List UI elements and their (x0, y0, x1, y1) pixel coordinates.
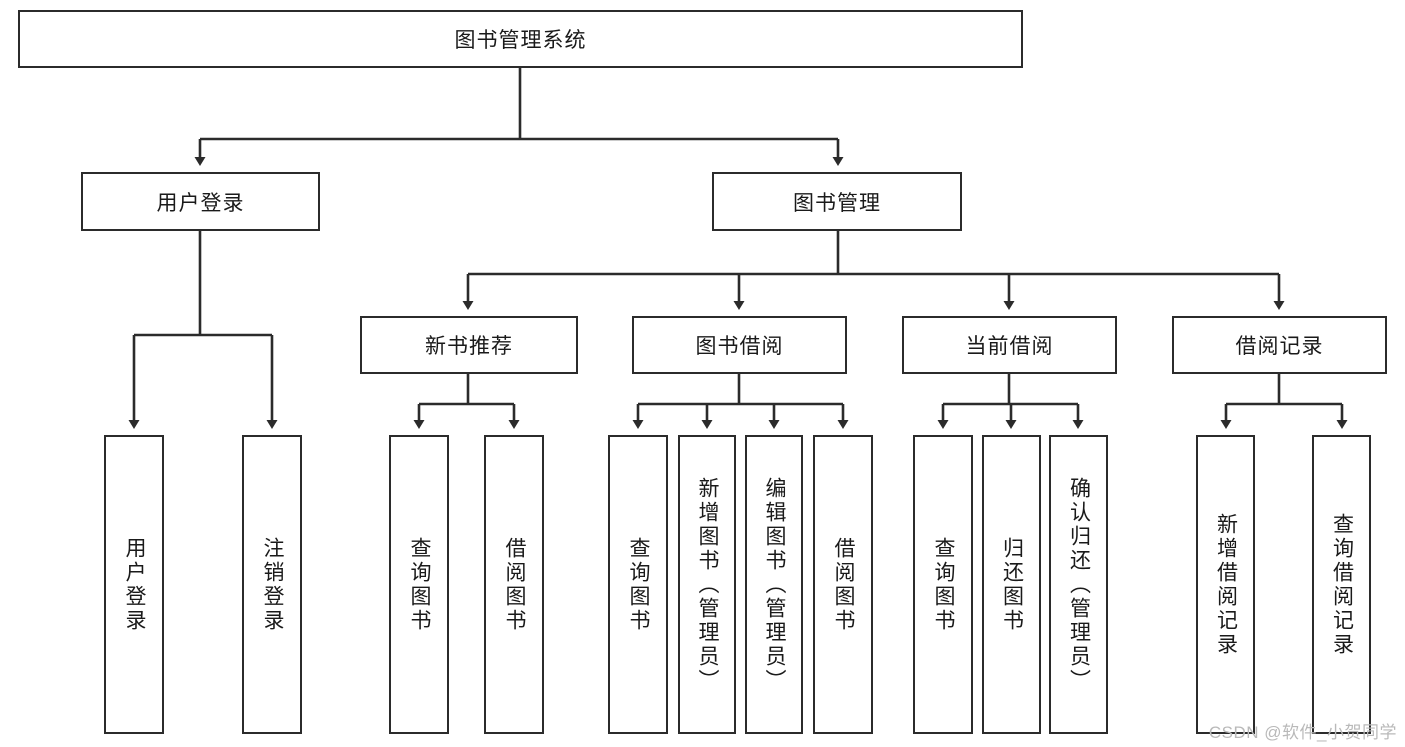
node-leaf-query-book-3[interactable]: 查询图书 (913, 435, 973, 734)
node-user-login-label: 用户登录 (156, 191, 245, 215)
node-current-borrow[interactable]: 当前借阅 (902, 316, 1117, 374)
node-current-borrow-label: 当前借阅 (965, 335, 1054, 358)
node-root-label: 图书管理系统 (454, 29, 587, 52)
node-leaf-confirm-return-label: 确认归还（管理员） (1067, 476, 1091, 693)
node-book-borrow-label: 图书借阅 (695, 335, 784, 358)
node-leaf-query-book-1-label: 查询图书 (408, 536, 432, 633)
node-new-book-recommend-label: 新书推荐 (425, 335, 513, 358)
node-leaf-add-record[interactable]: 新增借阅记录 (1196, 435, 1255, 734)
node-leaf-logout-label: 注销登录 (261, 536, 285, 633)
node-leaf-add-book-label: 新增图书（管理员） (696, 476, 720, 693)
csdn-watermark: CSDN @软件_小贺同学 (1208, 723, 1397, 742)
node-leaf-user-login-label: 用户登录 (123, 536, 147, 633)
node-leaf-query-book-1[interactable]: 查询图书 (389, 435, 449, 734)
node-leaf-return-book[interactable]: 归还图书 (982, 435, 1041, 734)
node-leaf-add-record-label: 新增借阅记录 (1214, 512, 1238, 657)
node-leaf-edit-book-label: 编辑图书（管理员） (763, 476, 787, 693)
node-leaf-confirm-return[interactable]: 确认归还（管理员） (1049, 435, 1108, 734)
node-book-borrow[interactable]: 图书借阅 (632, 316, 847, 374)
node-leaf-query-book-2-label: 查询图书 (627, 536, 651, 633)
node-leaf-query-record-label: 查询借阅记录 (1330, 512, 1354, 657)
node-leaf-query-book-2[interactable]: 查询图书 (608, 435, 668, 734)
node-new-book-recommend[interactable]: 新书推荐 (360, 316, 578, 374)
node-leaf-add-book[interactable]: 新增图书（管理员） (678, 435, 736, 734)
node-borrow-record-label: 借阅记录 (1235, 335, 1324, 358)
node-book-manage-label: 图书管理 (793, 191, 881, 215)
node-borrow-record[interactable]: 借阅记录 (1172, 316, 1387, 374)
node-leaf-borrow-book-1-label: 借阅图书 (503, 536, 527, 633)
node-leaf-borrow-book-2-label: 借阅图书 (832, 536, 856, 633)
node-leaf-return-book-label: 归还图书 (1000, 536, 1024, 633)
node-leaf-query-record[interactable]: 查询借阅记录 (1312, 435, 1371, 734)
node-leaf-borrow-book-1[interactable]: 借阅图书 (484, 435, 544, 734)
node-leaf-borrow-book-2[interactable]: 借阅图书 (813, 435, 873, 734)
node-leaf-user-login[interactable]: 用户登录 (104, 435, 164, 734)
node-book-manage[interactable]: 图书管理 (712, 172, 962, 231)
node-leaf-edit-book[interactable]: 编辑图书（管理员） (745, 435, 803, 734)
node-leaf-query-book-3-label: 查询图书 (932, 536, 956, 633)
node-user-login[interactable]: 用户登录 (81, 172, 320, 231)
node-leaf-logout[interactable]: 注销登录 (242, 435, 302, 734)
node-root[interactable]: 图书管理系统 (18, 10, 1023, 68)
